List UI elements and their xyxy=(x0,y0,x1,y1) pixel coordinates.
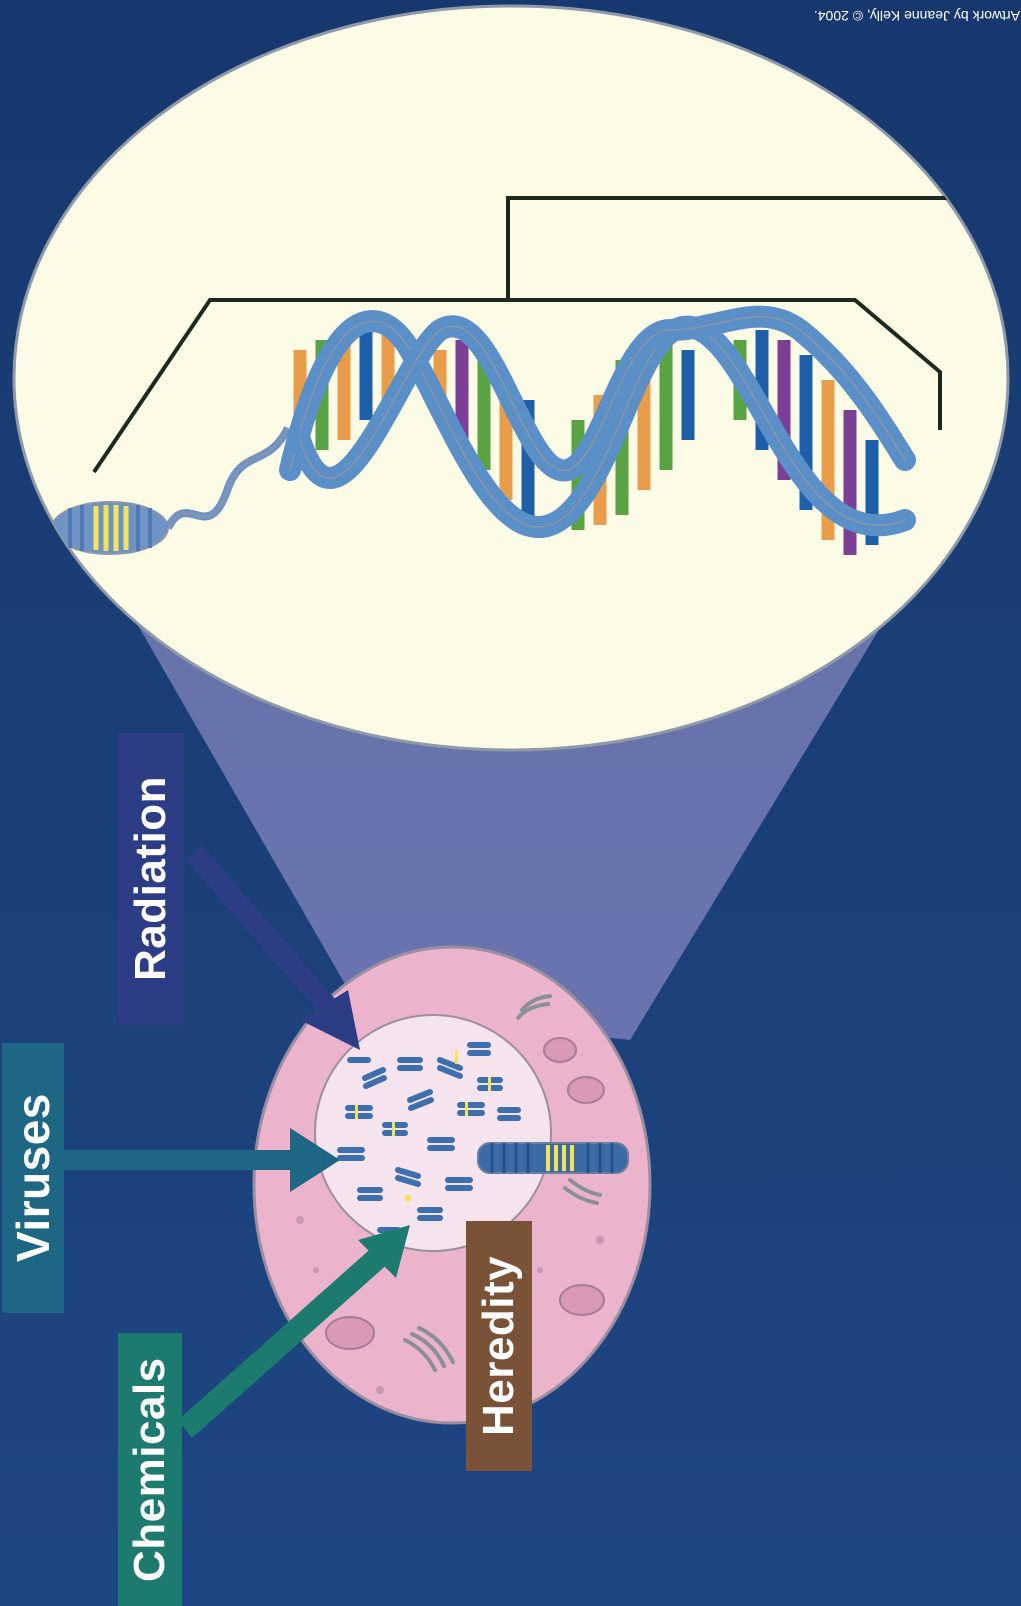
chemicals-label: Chemicals xyxy=(118,1333,182,1606)
heredity-label: Heredity xyxy=(466,1221,532,1471)
radiation-label: Radiation xyxy=(118,733,184,1025)
chromosome-closeup xyxy=(478,1143,628,1173)
viruses-label: Viruses xyxy=(2,1043,64,1313)
artwork-credit: Artwork by Jeanne Kelly, © 2004. xyxy=(772,2,1020,24)
